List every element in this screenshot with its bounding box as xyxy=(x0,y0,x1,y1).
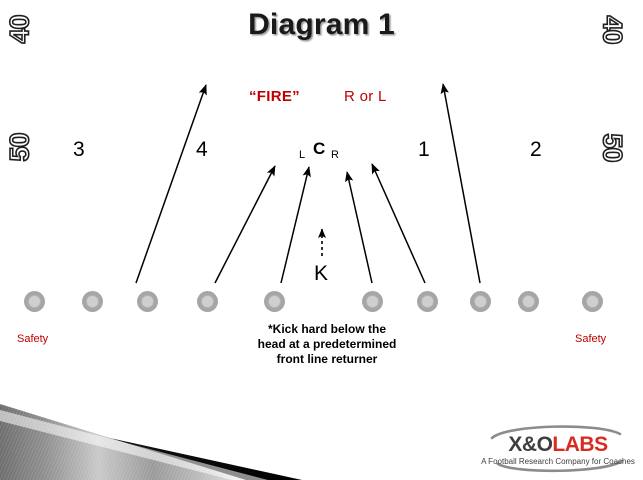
logo-tagline: A Football Research Company for Coaches xyxy=(481,457,635,466)
coverage-arrow-1 xyxy=(440,83,481,284)
player-marker xyxy=(417,291,438,312)
kicker-label: K xyxy=(314,262,329,285)
position-label-left: L xyxy=(299,149,306,161)
lane-label-2: 2 xyxy=(530,138,542,161)
xo-labs-logo: X&OLABS A Football Research Company for … xyxy=(478,424,638,476)
player-marker xyxy=(24,291,45,312)
logo-wordmark: X&OLABS xyxy=(478,434,638,455)
yard-marker-50-left: 50 xyxy=(4,133,36,163)
player-marker xyxy=(137,291,158,312)
logo-brand-xo: X&O xyxy=(508,433,553,456)
player-marker xyxy=(264,291,285,312)
player-marker xyxy=(82,291,103,312)
page-title: Diagram 1 xyxy=(248,8,395,41)
lane-label-4: 4 xyxy=(196,138,208,161)
coaching-note-line-2: head at a predetermined xyxy=(257,337,397,351)
coverage-arrow-right-mid xyxy=(371,163,426,284)
yard-marker-40-left: 40 xyxy=(4,15,36,45)
coaching-note-line-1: *Kick hard below the xyxy=(267,322,387,336)
direction-call-label: R or L xyxy=(344,88,387,105)
safety-label-right: Safety xyxy=(575,333,607,345)
position-label-center: C xyxy=(313,139,326,158)
player-marker xyxy=(582,291,603,312)
player-marker xyxy=(197,291,218,312)
safety-label-left: Safety xyxy=(17,333,49,345)
logo-brand-labs: LABS xyxy=(552,433,608,456)
coverage-arrow-right-inner xyxy=(345,171,373,284)
fire-call-label: “FIRE” xyxy=(249,88,300,105)
position-label-right: R xyxy=(331,149,339,161)
coaching-note: *Kick hard below the head at a predeterm… xyxy=(237,322,417,367)
coverage-arrow-left-mid xyxy=(214,165,276,284)
coaching-note-line-3: front line returner xyxy=(276,352,378,366)
coverage-arrow-left-inner xyxy=(280,166,311,284)
player-marker xyxy=(362,291,383,312)
yard-marker-50-right: 50 xyxy=(597,133,629,163)
player-marker xyxy=(518,291,539,312)
lane-label-3: 3 xyxy=(73,138,85,161)
coverage-arrow-4 xyxy=(135,84,207,284)
lane-label-1: 1 xyxy=(418,138,430,161)
player-marker xyxy=(470,291,491,312)
ribbon-decoration xyxy=(0,404,302,480)
yard-marker-40-right: 40 xyxy=(597,15,629,45)
